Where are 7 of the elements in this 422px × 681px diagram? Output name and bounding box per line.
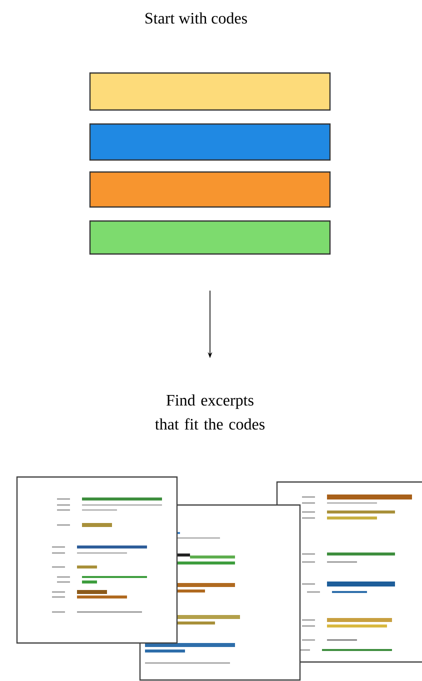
document-drawing (16, 476, 178, 644)
code-bar (89, 123, 331, 161)
code-bar (89, 171, 331, 208)
code-bar (89, 220, 331, 255)
code-bar (89, 72, 331, 111)
heading: Start with codes (146, 12, 247, 24)
caption-text: Find excerpts that fit the codes (155, 394, 265, 430)
